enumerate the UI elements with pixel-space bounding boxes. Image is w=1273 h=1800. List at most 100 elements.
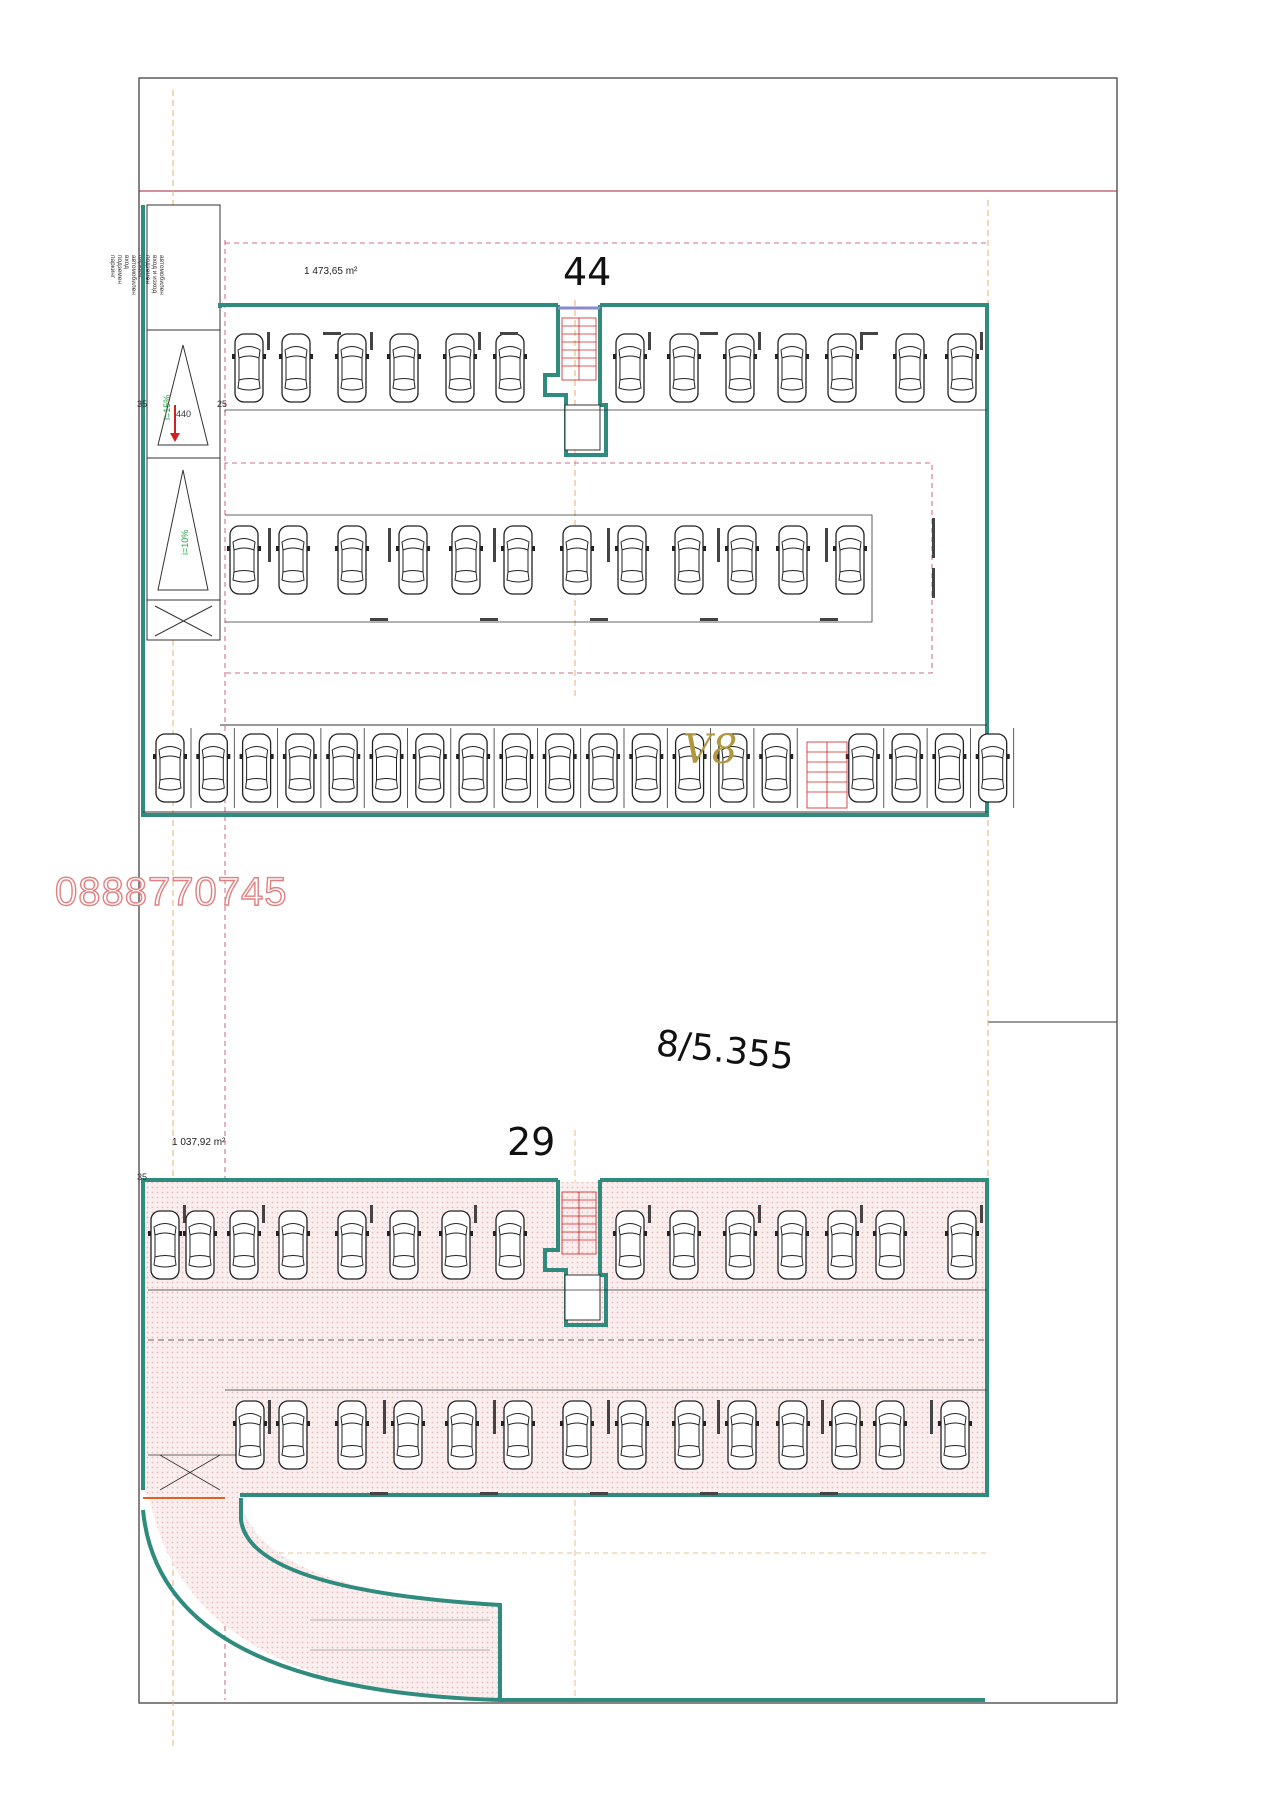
parking-space: [666, 1210, 702, 1280]
parking-space: [845, 733, 881, 803]
parking-space: [758, 733, 794, 803]
wheel-stop: [493, 1400, 496, 1434]
site-boundary: [138, 77, 1118, 1750]
wheel-stop: [590, 1492, 608, 1495]
parking-space: [612, 333, 648, 403]
parking-space: [944, 1210, 980, 1280]
wheel-stop: [268, 528, 271, 562]
parking-space: [775, 525, 811, 595]
parking-space: [226, 525, 262, 595]
wheel-stop: [268, 1400, 271, 1434]
parking-space: [892, 333, 928, 403]
plot-number-label: 8/5.355: [654, 1023, 796, 1078]
parking-space: [724, 525, 760, 595]
parking-space: [614, 525, 650, 595]
lower-dim-left: 35: [137, 1172, 147, 1182]
wheel-stop: [370, 618, 388, 621]
wheel-stop: [474, 1205, 477, 1223]
wheel-stop: [370, 332, 373, 350]
parking-space: [500, 1400, 536, 1470]
wheel-stop: [821, 1400, 824, 1434]
parking-space: [438, 1210, 474, 1280]
parking-space: [325, 733, 361, 803]
wheel-stop: [480, 1492, 498, 1495]
wheel-stop: [758, 1205, 761, 1223]
wheel-stop: [932, 568, 935, 598]
parking-space: [975, 733, 1011, 803]
wheel-stop: [930, 1400, 933, 1434]
wheel-stop: [648, 1205, 651, 1223]
wheel-stop: [825, 528, 828, 562]
parking-space: [231, 333, 267, 403]
upper-space-count: 44: [563, 250, 611, 294]
parking-space: [442, 333, 478, 403]
lower-walls: [141, 1178, 989, 1702]
parking-space: [774, 333, 810, 403]
parking-space: [334, 1400, 370, 1470]
parking-space: [671, 525, 707, 595]
wheel-stop: [820, 1492, 838, 1495]
upper-bottom-stair: [806, 741, 848, 809]
parking-space: [226, 1210, 262, 1280]
parking-space: [368, 733, 405, 803]
parking-space: [931, 733, 968, 803]
parking-space: [444, 1400, 480, 1470]
upper-mark-v8: V8: [683, 727, 737, 773]
wheel-stop: [717, 528, 720, 562]
upper-walls: [141, 205, 989, 817]
wheel-stop: [323, 332, 341, 335]
parking-space: [612, 1210, 648, 1280]
parking-space: [872, 1400, 908, 1470]
upper-row-1-spaces: [231, 332, 983, 403]
parking-space: [828, 1400, 864, 1470]
upper-level: автомобилен вход и изход подземен паркин…: [109, 204, 1015, 817]
parking-space: [872, 1210, 908, 1280]
parking-space: [722, 333, 758, 403]
parking-space: [152, 733, 188, 803]
parking-space: [412, 733, 448, 803]
parking-space: [395, 525, 431, 595]
ramp-slope-10: i=10%: [180, 530, 190, 555]
parking-space: [386, 333, 422, 403]
wheel-stop: [370, 1205, 373, 1223]
parking-space: [671, 1400, 707, 1470]
lower-space-count: 29: [507, 1120, 555, 1164]
wheel-stop: [932, 518, 935, 558]
wheel-stop: [820, 618, 838, 621]
parking-space: [888, 733, 924, 803]
parking-space: [824, 1210, 860, 1280]
upper-row-3-spaces: [152, 728, 1015, 808]
parking-space: [824, 333, 860, 403]
parking-space: [232, 1400, 268, 1470]
parking-space: [628, 733, 664, 803]
parking-space: [722, 1210, 758, 1280]
parking-space: [275, 525, 311, 595]
ramp-slope-15: i=15%: [162, 395, 172, 420]
wheel-stop: [700, 1492, 718, 1495]
wheel-stop: [370, 1492, 388, 1495]
phone-watermark: 0888770745: [55, 870, 287, 914]
parking-space: [944, 333, 980, 403]
upper-ramp: [146, 204, 221, 641]
wheel-stop: [500, 332, 518, 335]
wheel-stop: [860, 332, 863, 350]
upper-stair: [561, 317, 597, 381]
parking-space: [455, 733, 491, 803]
parking-space: [278, 333, 314, 403]
parking-space: [386, 1210, 422, 1280]
parking-space: [275, 1400, 311, 1470]
wheel-stop: [700, 618, 718, 621]
parking-space: [614, 1400, 650, 1470]
wheel-stop: [860, 1205, 863, 1223]
lower-row-1-spaces: [147, 1205, 983, 1280]
parking-space: [238, 733, 275, 803]
wheel-stop: [758, 332, 761, 350]
parking-space: [937, 1400, 973, 1470]
ramp-legend-text: автомобилен вход и изход подземен паркин…: [109, 255, 166, 297]
lower-level: 1 037,92 m² 29 35: [137, 1120, 989, 1702]
parking-space: [666, 333, 702, 403]
parking-space: [275, 1210, 311, 1280]
wheel-stop: [480, 618, 498, 621]
wheel-stop: [493, 528, 496, 562]
